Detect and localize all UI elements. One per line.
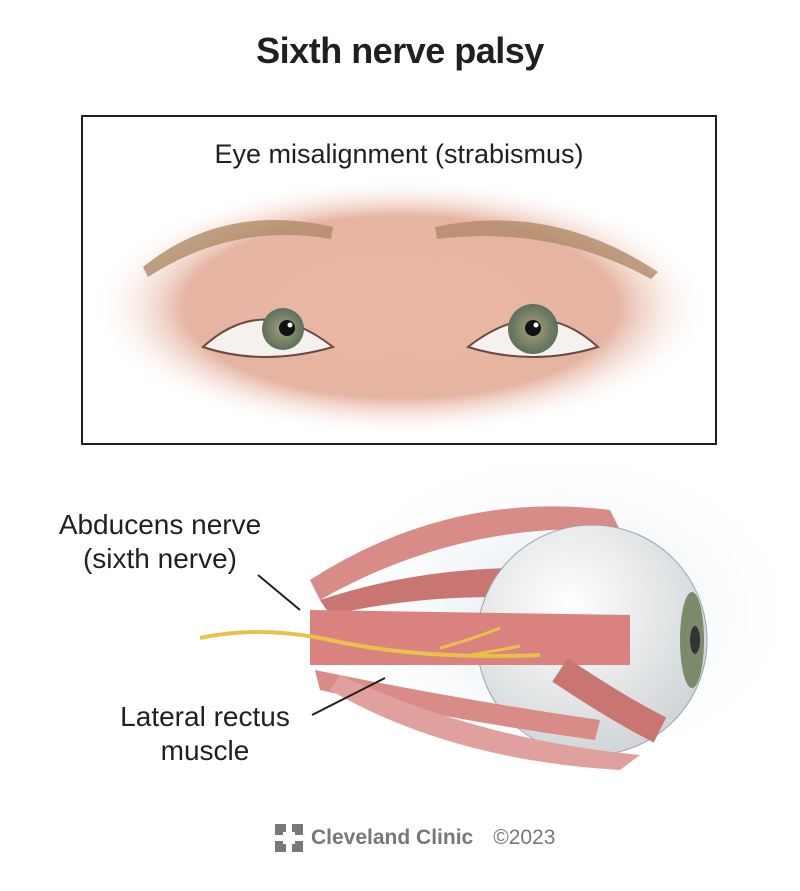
label-line: Lateral rectus [120, 701, 290, 732]
copyright: ©2023 [493, 826, 556, 849]
right-eye [465, 304, 600, 358]
brand-name: Cleveland Clinic [311, 826, 474, 849]
cleveland-clinic-logo-icon [275, 824, 303, 852]
inferior-muscle [315, 670, 600, 740]
label-line: Abducens nerve [58, 509, 262, 540]
superior-muscle [310, 506, 620, 600]
panel-label: Eye misalignment (strabismus) [214, 139, 584, 169]
abducens-nerve [199, 630, 541, 658]
left-eyebrow [143, 220, 333, 277]
lateral-rectus-label: Lateral rectus muscle [95, 700, 315, 768]
left-eye [201, 308, 336, 358]
oblique-muscle [552, 658, 667, 743]
face-eyes-illustration [91, 177, 711, 437]
pupil [690, 626, 700, 654]
strabismus-panel: Eye misalignment (strabismus) [81, 115, 717, 445]
eye-muscle-diagram [199, 450, 800, 780]
muscle-leader-line [311, 677, 386, 716]
nerve-leader-line [257, 574, 301, 611]
right-eyebrow [435, 220, 658, 279]
label-line: (sixth nerve) [82, 543, 238, 574]
label-line: muscle [160, 735, 250, 766]
footer: Cleveland Clinic ©2023 [275, 824, 555, 852]
page-title: Sixth nerve palsy [256, 30, 544, 71]
abducens-nerve-label: Abducens nerve (sixth nerve) [40, 508, 280, 576]
